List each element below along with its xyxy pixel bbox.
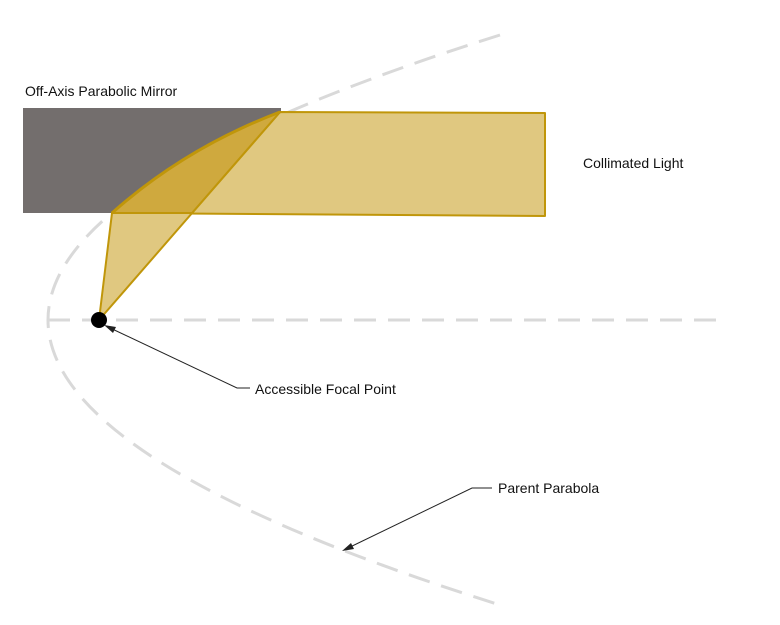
focal-point <box>91 312 107 328</box>
collimated-light-label: Collimated Light <box>583 155 683 171</box>
parent-parabola-label: Parent Parabola <box>498 480 599 496</box>
mirror-surface <box>111 110 281 215</box>
mirror-label: Off-Axis Parabolic Mirror <box>25 83 178 99</box>
parabola-callout <box>342 487 492 551</box>
focal-point-label: Accessible Focal Point <box>255 381 396 397</box>
focal-point-callout <box>104 325 250 389</box>
